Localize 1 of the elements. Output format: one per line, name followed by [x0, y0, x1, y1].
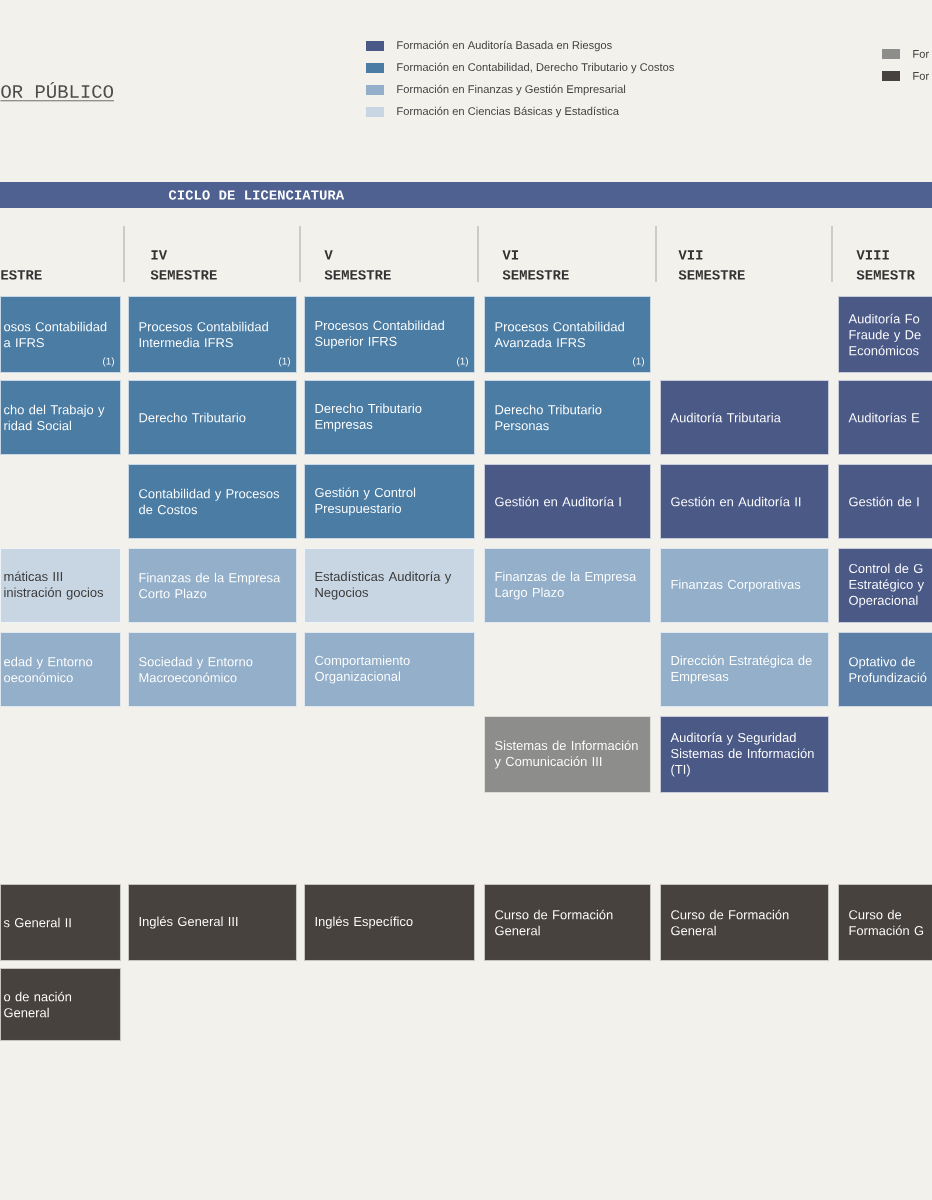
title: OR PÚBLICO	[0, 82, 115, 102]
